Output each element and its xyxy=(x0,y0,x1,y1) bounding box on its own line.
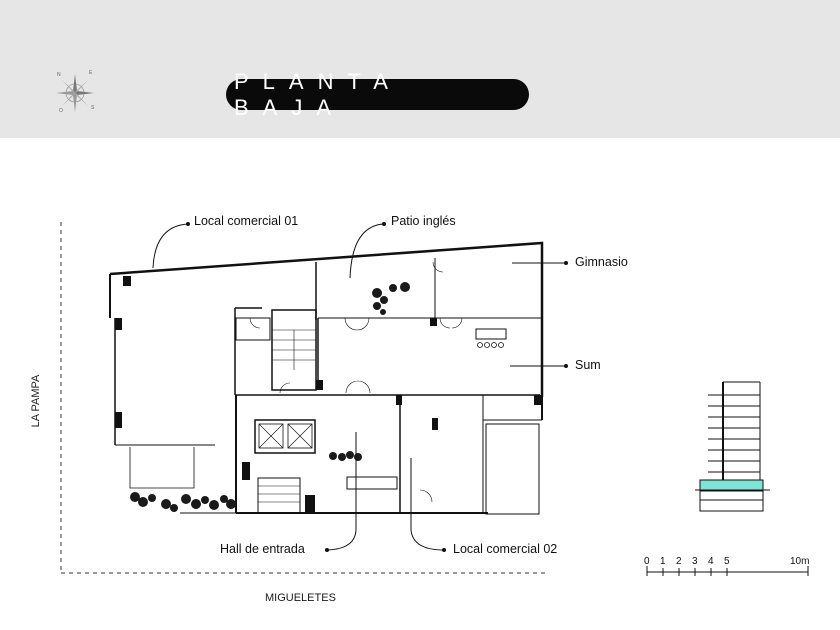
page-title: PLANTA BAJA xyxy=(226,69,529,120)
plan-columns xyxy=(115,276,542,513)
scale-tick-label: 0 xyxy=(644,556,650,567)
scale-bar xyxy=(646,566,809,576)
label-local-comercial-02: Local comercial 02 xyxy=(453,542,558,556)
scale-tick-label: 10m xyxy=(790,556,810,567)
scale-tick-label: 2 xyxy=(676,556,682,567)
compass-n: N xyxy=(57,72,61,78)
label-hall-de-entrada: Hall de entrada xyxy=(220,542,305,556)
compass-e: E xyxy=(89,70,93,76)
scale-tick-label: 1 xyxy=(660,556,666,567)
label-sum: Sum xyxy=(575,358,601,372)
compass-o: O xyxy=(59,108,63,114)
scale-tick-label: 3 xyxy=(692,556,698,567)
label-local-comercial-01: Local comercial 01 xyxy=(194,214,299,228)
plan-leaders xyxy=(152,223,566,551)
section-diagram xyxy=(695,381,770,512)
plan-leader-dots xyxy=(186,222,568,552)
header-band xyxy=(0,0,840,138)
street-label-la-pampa: LA PAMPA xyxy=(30,374,42,428)
label-gimnasio: Gimnasio xyxy=(575,255,628,269)
plan-walls xyxy=(109,241,544,515)
scale-tick-label: 5 xyxy=(724,556,730,567)
compass-s: S xyxy=(91,105,95,111)
compass-icon: N E S O xyxy=(52,70,98,116)
section-ground-floor-highlight xyxy=(699,479,764,492)
label-patio-ingles: Patio inglés xyxy=(391,214,456,228)
street-label-migueletes: MIGUELETES xyxy=(265,592,336,604)
scale-tick-label: 4 xyxy=(708,556,714,567)
plan-vegetation xyxy=(130,282,410,512)
